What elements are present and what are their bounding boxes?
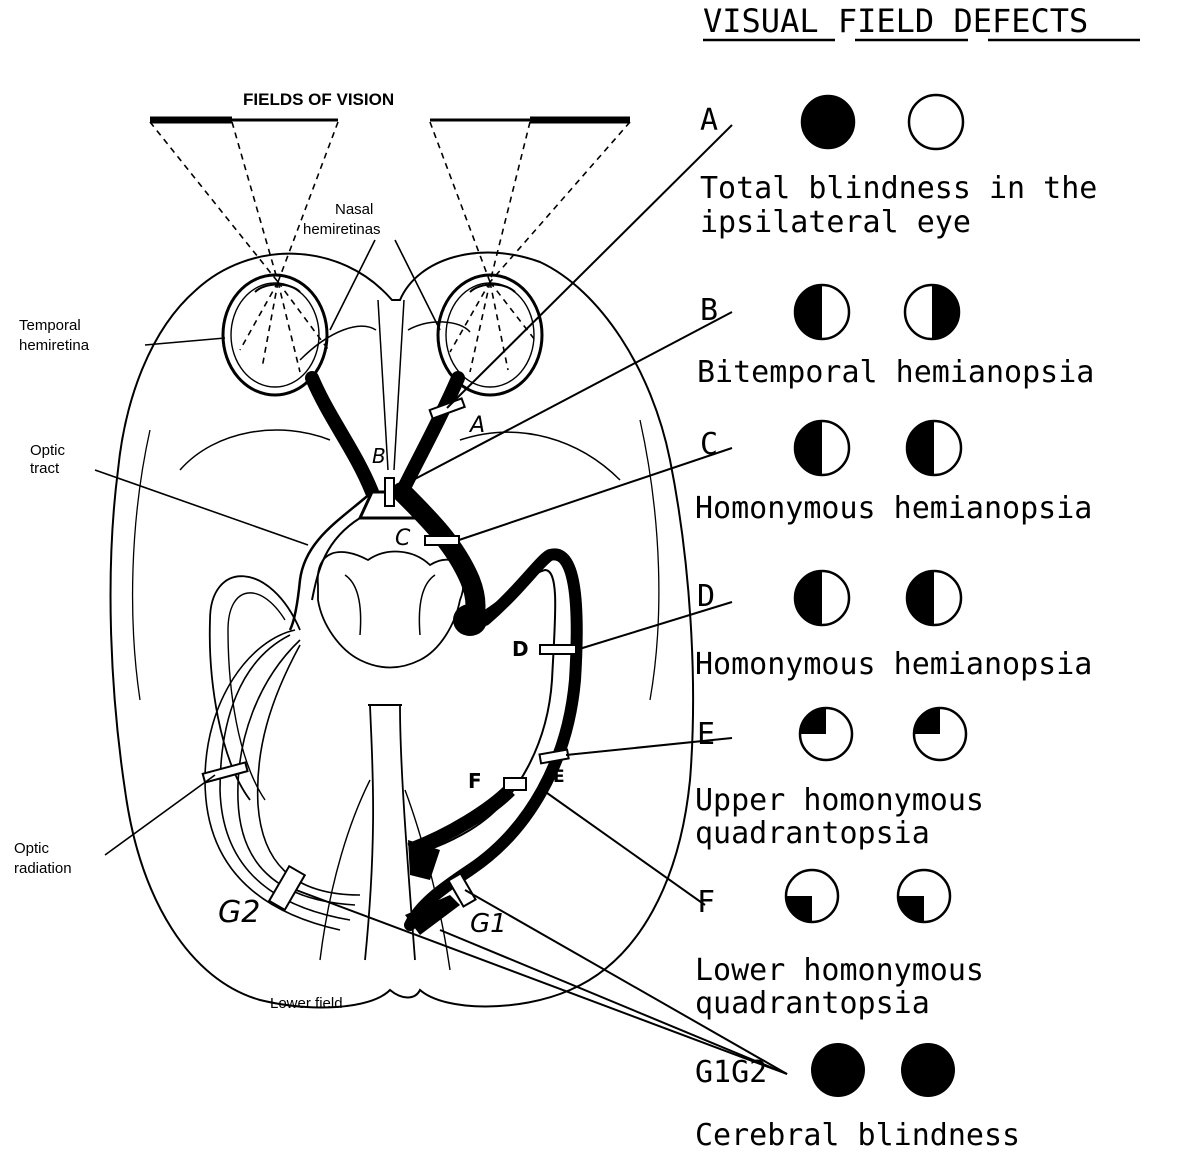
right-optic-radiation — [410, 554, 577, 925]
midbrain-inner-right — [419, 575, 435, 635]
left-optic-nerve — [312, 378, 372, 492]
lesion-letter-b: B — [372, 444, 386, 468]
brain-outline — [111, 253, 694, 1008]
defect-f-text-2: quadrantopsia — [695, 986, 930, 1021]
defect-letter-f: F — [697, 885, 715, 920]
optic-radiation-label-2: radiation — [14, 860, 72, 877]
defect-f-right-eye-icon — [898, 870, 950, 922]
defect-letter-a: A — [700, 103, 718, 138]
defect-g-text-1: Cerebral blindness — [695, 1118, 1020, 1152]
defect-c-right-eye-icon — [907, 421, 961, 475]
lateral-contour-right — [640, 420, 659, 700]
defect-d-right-eye-icon — [907, 571, 961, 625]
defect-a-left-eye-icon — [802, 96, 854, 148]
calcarine-left — [365, 705, 373, 960]
temporal-arc-left — [180, 430, 330, 470]
defect-letter-d: D — [697, 579, 715, 614]
fields-of-vision-label: FIELDS OF VISION — [243, 90, 394, 109]
defect-letter-e: E — [697, 717, 715, 752]
defect-d-left-eye-icon — [795, 571, 849, 625]
defect-letter-g: G1G2 — [695, 1055, 767, 1090]
defect-d-text-1: Homonymous hemianopsia — [695, 647, 1092, 682]
defect-c-text-1: Homonymous hemianopsia — [695, 491, 1092, 526]
occipital-wedge-left — [320, 780, 370, 960]
temporal-arc-right — [460, 432, 620, 480]
nasal-pointer-left — [330, 240, 375, 330]
lesion-letter-a: A — [468, 413, 485, 438]
lesion-letter-c: C — [395, 526, 411, 551]
defect-f-text-1: Lower homonymous — [695, 953, 984, 988]
optic-tract-pointer — [95, 470, 308, 545]
defect-g-left-eye-icon — [811, 1043, 865, 1097]
right-optic-tract — [402, 492, 476, 620]
lateral-contour-left — [133, 430, 150, 700]
nasal-hemiretinas-label-1: Nasal — [335, 201, 373, 218]
nasal-hemiretinas-label-2: hemiretinas — [303, 221, 381, 238]
defect-e-right-eye-icon — [914, 708, 966, 760]
lower-field-label: Lower field — [270, 995, 343, 1012]
occipital-wedge-right — [405, 790, 450, 970]
left-optic-tract-inner — [312, 518, 360, 600]
defect-a-right-eye-icon — [909, 95, 963, 149]
nasal-pointer-right — [395, 240, 440, 330]
defect-g-right-eye-icon — [901, 1043, 955, 1097]
lesion-letter-g2: G2 — [218, 895, 260, 930]
frontal-sulcus-left — [300, 326, 376, 360]
defect-e-left-eye-icon — [800, 708, 852, 760]
defect-a-text-1: Total blindness in the — [700, 171, 1097, 206]
optic-radiation-pointer — [105, 775, 215, 855]
right-optic-nerve — [402, 378, 458, 492]
defect-c-left-eye-icon — [795, 421, 849, 475]
temporal-hemiretina-label-2: hemiretina — [19, 337, 90, 354]
lesion-letter-d: D — [512, 637, 529, 661]
defect-e-text-2: quadrantopsia — [695, 816, 930, 851]
optic-tract-label-1: Optic — [30, 442, 66, 459]
optic-radiation-label-1: Optic — [14, 840, 50, 857]
defect-letter-c: C — [700, 427, 718, 462]
defect-b-text-1: Bitemporal hemianopsia — [697, 355, 1094, 390]
defect-e-text-1: Upper homonymous — [695, 783, 984, 818]
page-title: VISUAL FIELD DEFECTS — [703, 2, 1088, 40]
defect-a-text-2: ipsilateral eye — [700, 205, 971, 240]
temporal-hemiretina-label-1: Temporal — [19, 317, 81, 334]
defect-b-left-eye-icon — [795, 285, 849, 339]
right-meyer-loop — [410, 790, 510, 850]
defect-letter-b: B — [700, 293, 718, 328]
defect-b-right-eye-icon — [905, 285, 959, 339]
optic-tract-label-2: tract — [30, 460, 60, 477]
lesion-letter-e: E — [553, 767, 565, 787]
longitudinal-fissure-right — [394, 300, 404, 470]
lesion-letter-f: F — [468, 769, 482, 793]
midbrain-inner-left — [345, 575, 361, 635]
midbrain — [318, 552, 464, 668]
lesion-letter-g1: G1 — [470, 909, 507, 939]
left-ventricle — [210, 576, 300, 800]
defect-f-left-eye-icon — [786, 870, 838, 922]
